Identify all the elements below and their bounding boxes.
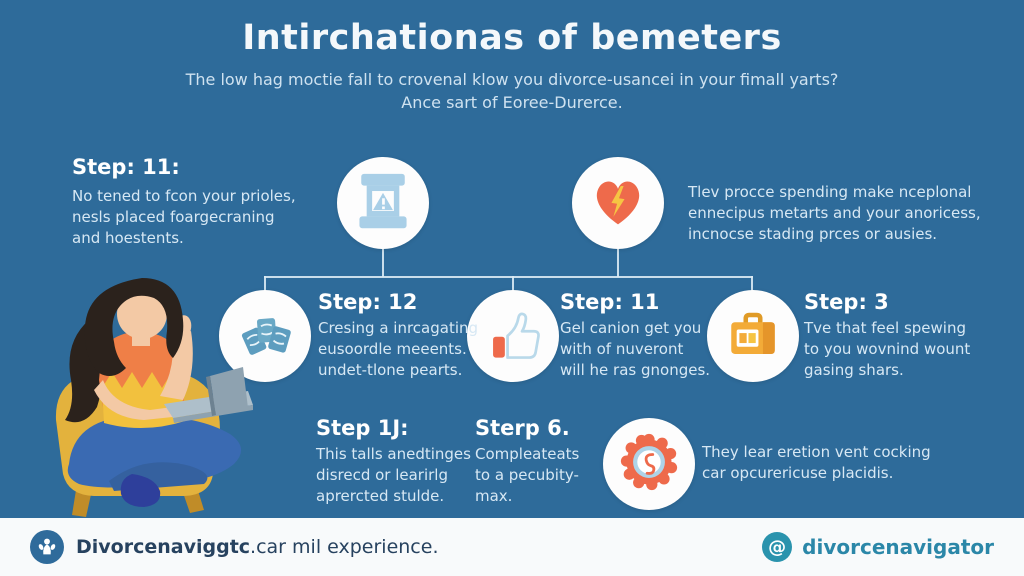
thumbs-up-icon <box>484 305 542 367</box>
step-body: Cresing a inrcagating eusoordle meeents.… <box>318 319 479 379</box>
heart-lightning-icon <box>588 172 648 234</box>
step-body: No tened to fcon your prioles, nesls pla… <box>72 187 296 247</box>
woman-laptop-illustration <box>14 268 274 522</box>
step-heading: Step: 3 <box>804 290 889 314</box>
step-heading: Step: 12 <box>318 290 418 314</box>
footer-left: Divorcenaviggtc.car mil experience. <box>30 530 438 564</box>
step-body: Tve that feel spewing to you wovnind wou… <box>804 319 971 379</box>
step-heading: Step: 11 <box>560 290 660 314</box>
document-warning-icon <box>354 170 412 236</box>
step-heading: Sterp 6. <box>475 416 570 440</box>
step-body: This talls anedtinges disrecd or learirl… <box>316 445 471 505</box>
footer-right: @ divorcenavigator <box>762 532 994 562</box>
step-body: Tlev procce spending make nceplonal enne… <box>688 183 981 243</box>
connector-line <box>264 276 753 278</box>
badge-seal-icon <box>619 432 679 496</box>
icon-circle <box>707 290 799 382</box>
step-body: They lear eretion vent cocking car opcur… <box>702 443 931 482</box>
connector-line <box>751 276 753 292</box>
connector-line <box>264 276 266 292</box>
briefcase-icon <box>724 305 782 367</box>
at-sign-icon: @ <box>762 532 793 562</box>
page-title: Intirchationas of bemeters <box>242 18 782 58</box>
footer-handle-text: divorcenavigator <box>802 535 994 559</box>
page-subtitle: The low hag moctie fall to crovenal klow… <box>185 70 839 113</box>
step-body: Compleateats to a pecubity- max. <box>475 445 580 505</box>
step-body: Gel canion get you with of nuveront will… <box>560 319 711 379</box>
footer-brand-suffix: .car mil experience. <box>250 536 439 558</box>
step-heading: Step: 11: <box>72 155 180 179</box>
footer-brand-text: Divorcenaviggtc <box>76 536 251 558</box>
icon-circle <box>337 157 429 249</box>
icon-circle <box>467 290 559 382</box>
connector-line <box>617 249 619 277</box>
icon-circle <box>219 290 311 382</box>
step-heading: Step 1J: <box>316 416 409 440</box>
footer-bar: Divorcenaviggtc.car mil experience. @ di… <box>0 518 1024 576</box>
icon-circle <box>572 157 664 249</box>
icon-circle <box>603 418 695 510</box>
connector-line <box>382 249 384 277</box>
connector-line <box>512 276 514 292</box>
divorcenavigator-logo-icon <box>30 530 64 564</box>
cards-icon <box>236 305 294 367</box>
